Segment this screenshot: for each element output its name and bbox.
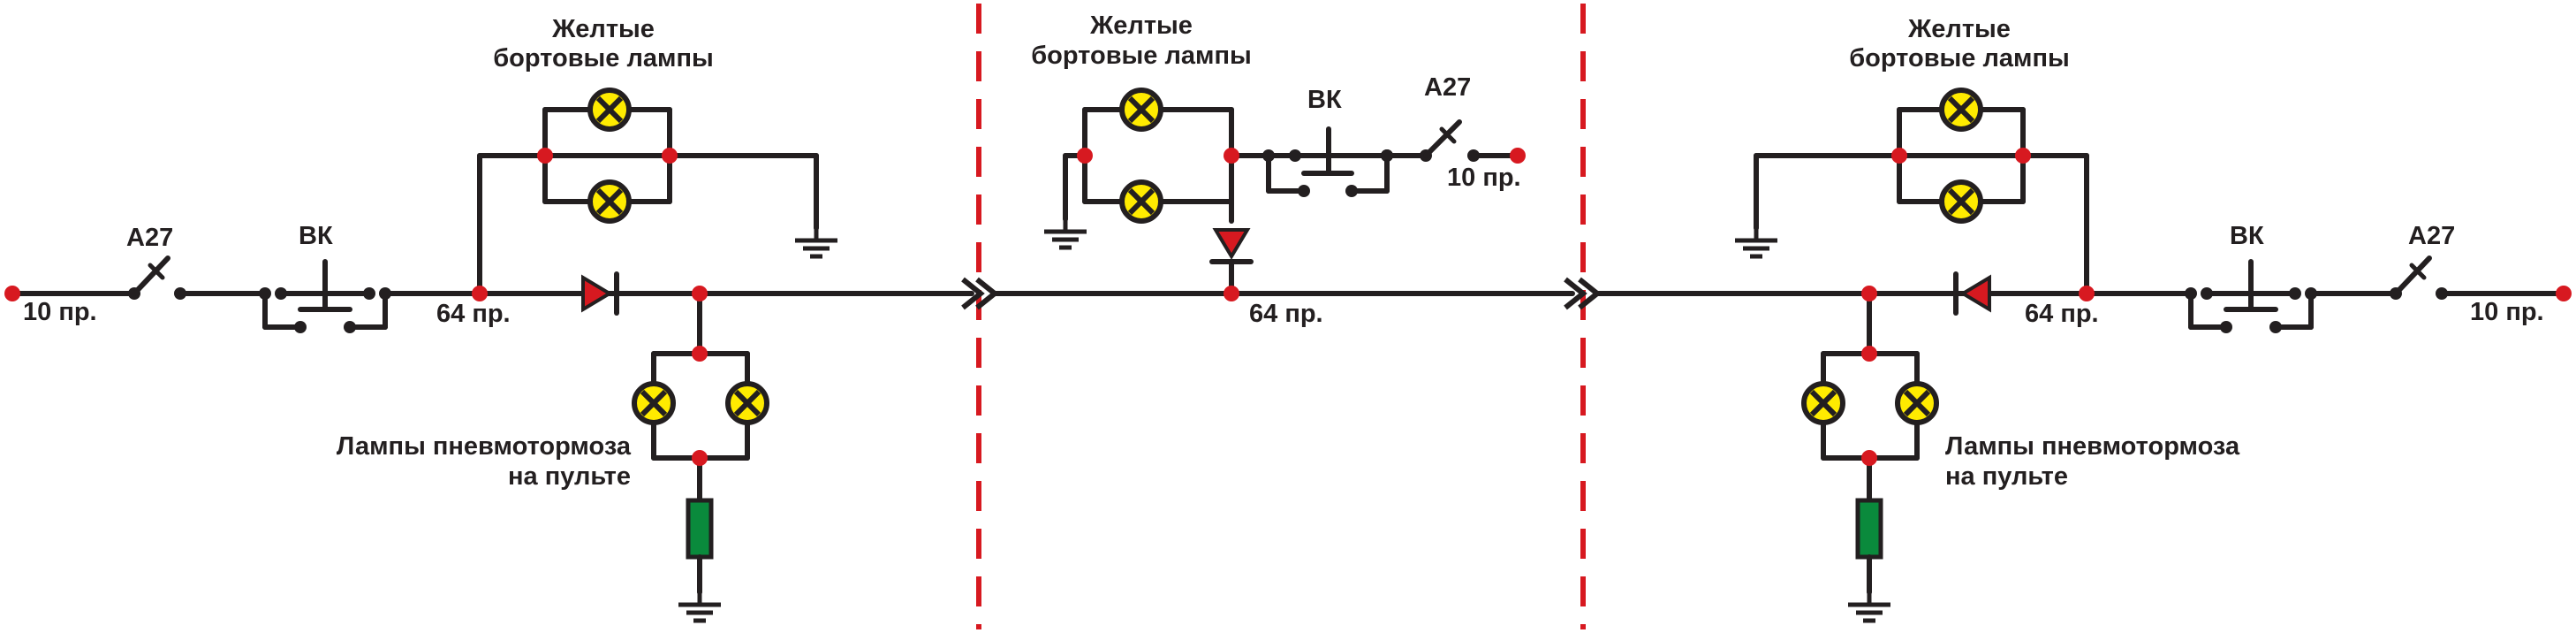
console-lamps-label-line2: на пульте: [508, 462, 631, 491]
circuit-breaker-icon: [2390, 255, 2448, 300]
wire-64-label: 64 пр.: [436, 300, 511, 328]
switch-label: ВК: [1307, 86, 1342, 114]
diode-icon: [581, 271, 619, 316]
switch-icon: [2185, 259, 2317, 333]
resistor-icon: [686, 498, 714, 560]
panel-middle: Желтые бортовые лампы ВК А27 10 пр. 64 п…: [990, 11, 1597, 328]
switch-icon: [1262, 126, 1393, 197]
side-lamps-label-line2: бортовые лампы: [1849, 44, 2070, 72]
wire-64-label: 64 пр.: [2025, 300, 2099, 328]
console-lamps-label-line1: Лампы пневмотормоза: [1945, 432, 2240, 461]
breaker-label: А27: [126, 224, 173, 252]
circuit-breaker-icon: [1420, 119, 1480, 162]
diode-icon: [1209, 228, 1254, 264]
switch-label: ВК: [299, 222, 333, 250]
console-lamps-label-line1: Лампы пневмотормоза: [337, 432, 632, 461]
panel-left: Желтые бортовые лампы А27 ВК 10 пр. 64 п…: [4, 15, 995, 621]
panel-right: Желтые бортовые лампы ВК А27 64 пр. 10 п…: [1595, 15, 2572, 621]
breaker-label: А27: [2408, 222, 2455, 250]
wire-64-label: 64 пр.: [1249, 300, 1323, 328]
resistor-icon: [1855, 498, 1883, 560]
breaker-label: А27: [1424, 73, 1471, 102]
side-lamps-label-line1: Желтые: [1907, 15, 2011, 43]
wire-in-label: 10 пр.: [1447, 164, 1521, 192]
side-lamps-label-line1: Желтые: [551, 15, 655, 43]
side-lamps-label-line2: бортовые лампы: [1031, 42, 1252, 70]
wire-in-label: 10 пр.: [2470, 298, 2544, 326]
circuit-breaker-icon: [128, 255, 186, 300]
diode-icon: [1953, 271, 1991, 316]
side-lamps-label-line1: Желтые: [1089, 11, 1193, 40]
side-lamps-label-line2: бортовые лампы: [493, 44, 714, 72]
wire-in-label: 10 пр.: [23, 298, 97, 326]
switch-icon: [259, 259, 391, 333]
switch-label: ВК: [2230, 222, 2264, 250]
console-lamps-label-line2: на пульте: [1945, 462, 2068, 491]
